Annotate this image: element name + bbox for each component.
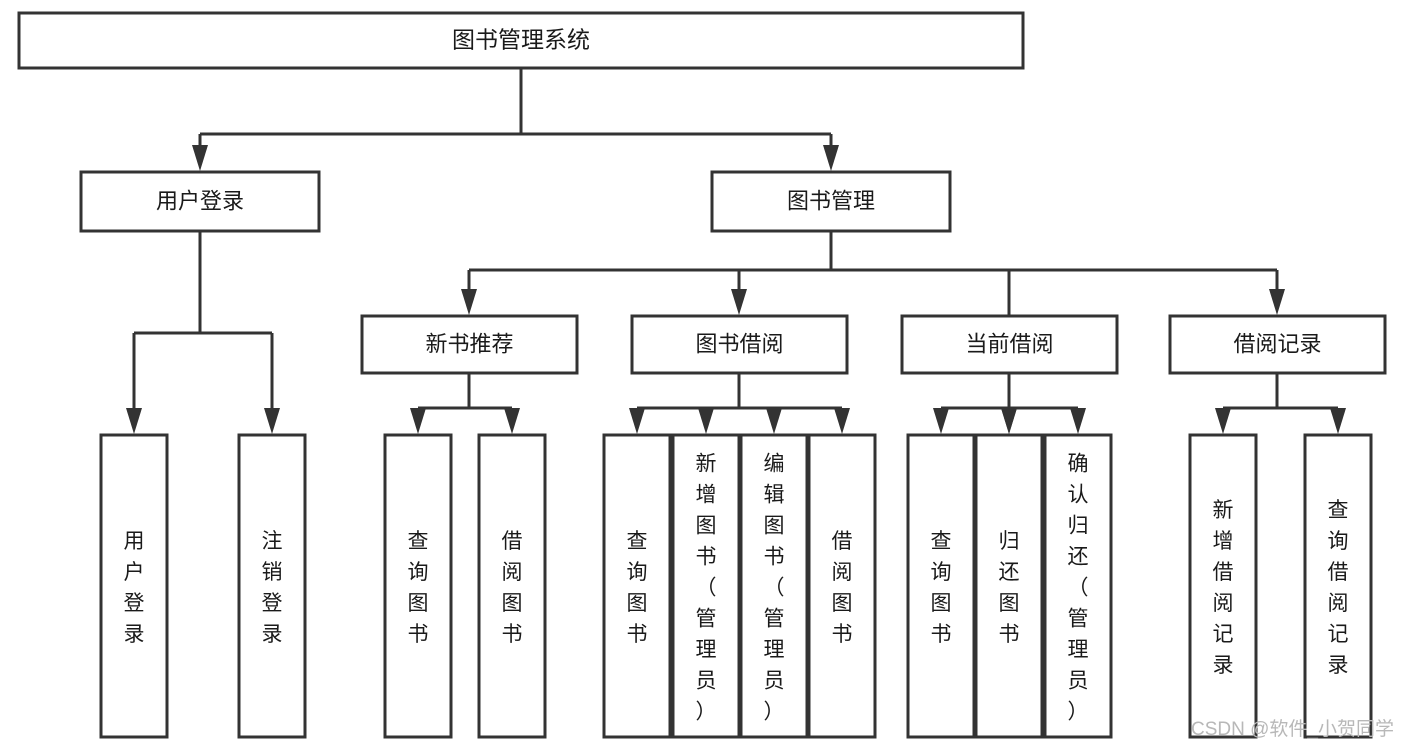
node-label-leaf-query-record: 查询借阅记录 bbox=[1328, 499, 1349, 677]
conn-root-to-level2 bbox=[192, 68, 839, 171]
conn-bookborrow-to-leaves-arrowhead-3 bbox=[834, 408, 850, 434]
node-box-leaf-user-logout bbox=[237, 433, 307, 739]
node-box-leaf-confirm-return bbox=[1043, 433, 1113, 739]
node-label-leaf-query-book-1: 查询图书 bbox=[408, 530, 429, 646]
node-leaf-add-record[interactable]: 新增借阅记录 bbox=[1188, 433, 1258, 739]
node-label-leaf-user-login: 用户登录 bbox=[124, 530, 145, 646]
node-box-root bbox=[17, 11, 1025, 70]
conn-bookborrow-to-leaves-arrowhead-0 bbox=[629, 408, 645, 434]
node-label-leaf-query-book-2: 查询图书 bbox=[627, 530, 648, 646]
node-label-user-login: 用户登录 bbox=[156, 188, 244, 213]
node-label-leaf-borrow-book-1: 借阅图书 bbox=[502, 530, 523, 646]
node-label-leaf-add-book-admin: 新增图书（管理员） bbox=[696, 453, 717, 724]
conn-borrowrecord-to-leaves-arrowhead-1 bbox=[1330, 408, 1346, 434]
conn-bookborrow-to-leaves-arrowhead-2 bbox=[766, 408, 782, 434]
conn-newbook-to-leaves-arrowhead-0 bbox=[410, 408, 426, 434]
node-label-leaf-add-record: 新增借阅记录 bbox=[1213, 499, 1234, 677]
node-label-leaf-confirm-return: 确认归还（管理员） bbox=[1068, 453, 1089, 724]
conn-currentborrow-to-leaves-arrowhead-1 bbox=[1001, 408, 1017, 434]
conn-currentborrow-to-leaves-arrowhead-2 bbox=[1070, 408, 1086, 434]
node-label-leaf-user-logout: 注销登录 bbox=[262, 530, 283, 646]
node-box-borrow-record bbox=[1168, 314, 1387, 375]
conn-userlogin-to-leaves bbox=[126, 231, 280, 434]
node-box-leaf-user-login bbox=[99, 433, 169, 739]
node-label-leaf-return-book: 归还图书 bbox=[999, 530, 1020, 646]
node-label-leaf-edit-book-admin: 编辑图书（管理员） bbox=[764, 453, 785, 724]
node-label-root: 图书管理系统 bbox=[452, 27, 590, 53]
node-leaf-query-book-2[interactable]: 查询图书 bbox=[602, 433, 672, 739]
node-box-leaf-add-book-admin bbox=[671, 433, 741, 739]
node-label-borrow-record: 借阅记录 bbox=[1233, 331, 1321, 356]
node-user-login[interactable]: 用户登录 bbox=[79, 170, 321, 233]
node-new-book-recommend[interactable]: 新书推荐 bbox=[360, 314, 579, 375]
conn-bookmgmt-to-level3-arrowhead-0 bbox=[461, 289, 477, 315]
conn-bookmgmt-to-level3-arrowhead-3 bbox=[1269, 289, 1285, 315]
node-box-leaf-add-record bbox=[1188, 433, 1258, 739]
conn-root-to-level2-arrowhead-1 bbox=[823, 145, 839, 171]
node-label-current-borrow: 当前借阅 bbox=[965, 331, 1053, 356]
node-box-book-management bbox=[710, 170, 952, 233]
node-leaf-edit-book-admin[interactable]: 编辑图书（管理员） bbox=[739, 433, 809, 739]
connector-layer bbox=[126, 68, 1346, 434]
node-box-leaf-return-book bbox=[974, 433, 1044, 739]
node-layer: 图书管理系统用户登录图书管理新书推荐图书借阅当前借阅借阅记录用户登录注销登录查询… bbox=[17, 11, 1387, 739]
node-book-borrow[interactable]: 图书借阅 bbox=[630, 314, 849, 375]
conn-bookborrow-to-leaves-arrowhead-1 bbox=[698, 408, 714, 434]
node-box-leaf-query-book-3 bbox=[906, 433, 976, 739]
watermark-text: CSDN @软件_小贺同学 bbox=[1191, 718, 1394, 740]
node-label-new-book-recommend: 新书推荐 bbox=[425, 331, 513, 356]
node-box-user-login bbox=[79, 170, 321, 233]
node-box-current-borrow bbox=[900, 314, 1119, 375]
node-label-leaf-query-book-3: 查询图书 bbox=[931, 530, 952, 646]
node-box-book-borrow bbox=[630, 314, 849, 375]
node-label-leaf-borrow-book-2: 借阅图书 bbox=[832, 530, 853, 646]
conn-bookborrow-to-leaves bbox=[629, 373, 850, 434]
node-label-book-management: 图书管理 bbox=[787, 188, 875, 213]
node-leaf-borrow-book-1[interactable]: 借阅图书 bbox=[477, 433, 547, 739]
node-borrow-record[interactable]: 借阅记录 bbox=[1168, 314, 1387, 375]
node-leaf-return-book[interactable]: 归还图书 bbox=[974, 433, 1044, 739]
conn-borrowrecord-to-leaves-arrowhead-0 bbox=[1215, 408, 1231, 434]
node-leaf-confirm-return[interactable]: 确认归还（管理员） bbox=[1043, 433, 1113, 739]
conn-currentborrow-to-leaves bbox=[933, 373, 1086, 434]
conn-bookmgmt-to-level3 bbox=[461, 231, 1285, 434]
node-leaf-user-logout[interactable]: 注销登录 bbox=[237, 433, 307, 739]
node-leaf-add-book-admin[interactable]: 新增图书（管理员） bbox=[671, 433, 741, 739]
node-box-leaf-edit-book-admin bbox=[739, 433, 809, 739]
node-book-management[interactable]: 图书管理 bbox=[710, 170, 952, 233]
node-leaf-query-book-1[interactable]: 查询图书 bbox=[383, 433, 453, 739]
node-box-leaf-borrow-book-2 bbox=[807, 433, 877, 739]
node-leaf-query-book-3[interactable]: 查询图书 bbox=[906, 433, 976, 739]
node-leaf-query-record[interactable]: 查询借阅记录 bbox=[1303, 433, 1373, 739]
node-box-new-book-recommend bbox=[360, 314, 579, 375]
conn-borrowrecord-to-leaves bbox=[1215, 373, 1346, 434]
conn-userlogin-to-leaves-arrowhead-0 bbox=[126, 408, 142, 434]
node-box-leaf-borrow-book-1 bbox=[477, 433, 547, 739]
conn-newbook-to-leaves bbox=[410, 373, 520, 434]
conn-userlogin-to-leaves-arrowhead-1 bbox=[264, 408, 280, 434]
conn-bookmgmt-to-level3-arrowhead-1 bbox=[731, 289, 747, 315]
node-root[interactable]: 图书管理系统 bbox=[17, 11, 1025, 70]
node-box-leaf-query-book-1 bbox=[383, 433, 453, 739]
conn-currentborrow-to-leaves-arrowhead-0 bbox=[933, 408, 949, 434]
node-box-leaf-query-book-2 bbox=[602, 433, 672, 739]
node-leaf-user-login[interactable]: 用户登录 bbox=[99, 433, 169, 739]
conn-root-to-level2-arrowhead-0 bbox=[192, 145, 208, 171]
node-leaf-borrow-book-2[interactable]: 借阅图书 bbox=[807, 433, 877, 739]
node-label-book-borrow: 图书借阅 bbox=[695, 331, 783, 356]
node-box-leaf-query-record bbox=[1303, 433, 1373, 739]
conn-newbook-to-leaves-arrowhead-1 bbox=[504, 408, 520, 434]
node-current-borrow[interactable]: 当前借阅 bbox=[900, 314, 1119, 375]
